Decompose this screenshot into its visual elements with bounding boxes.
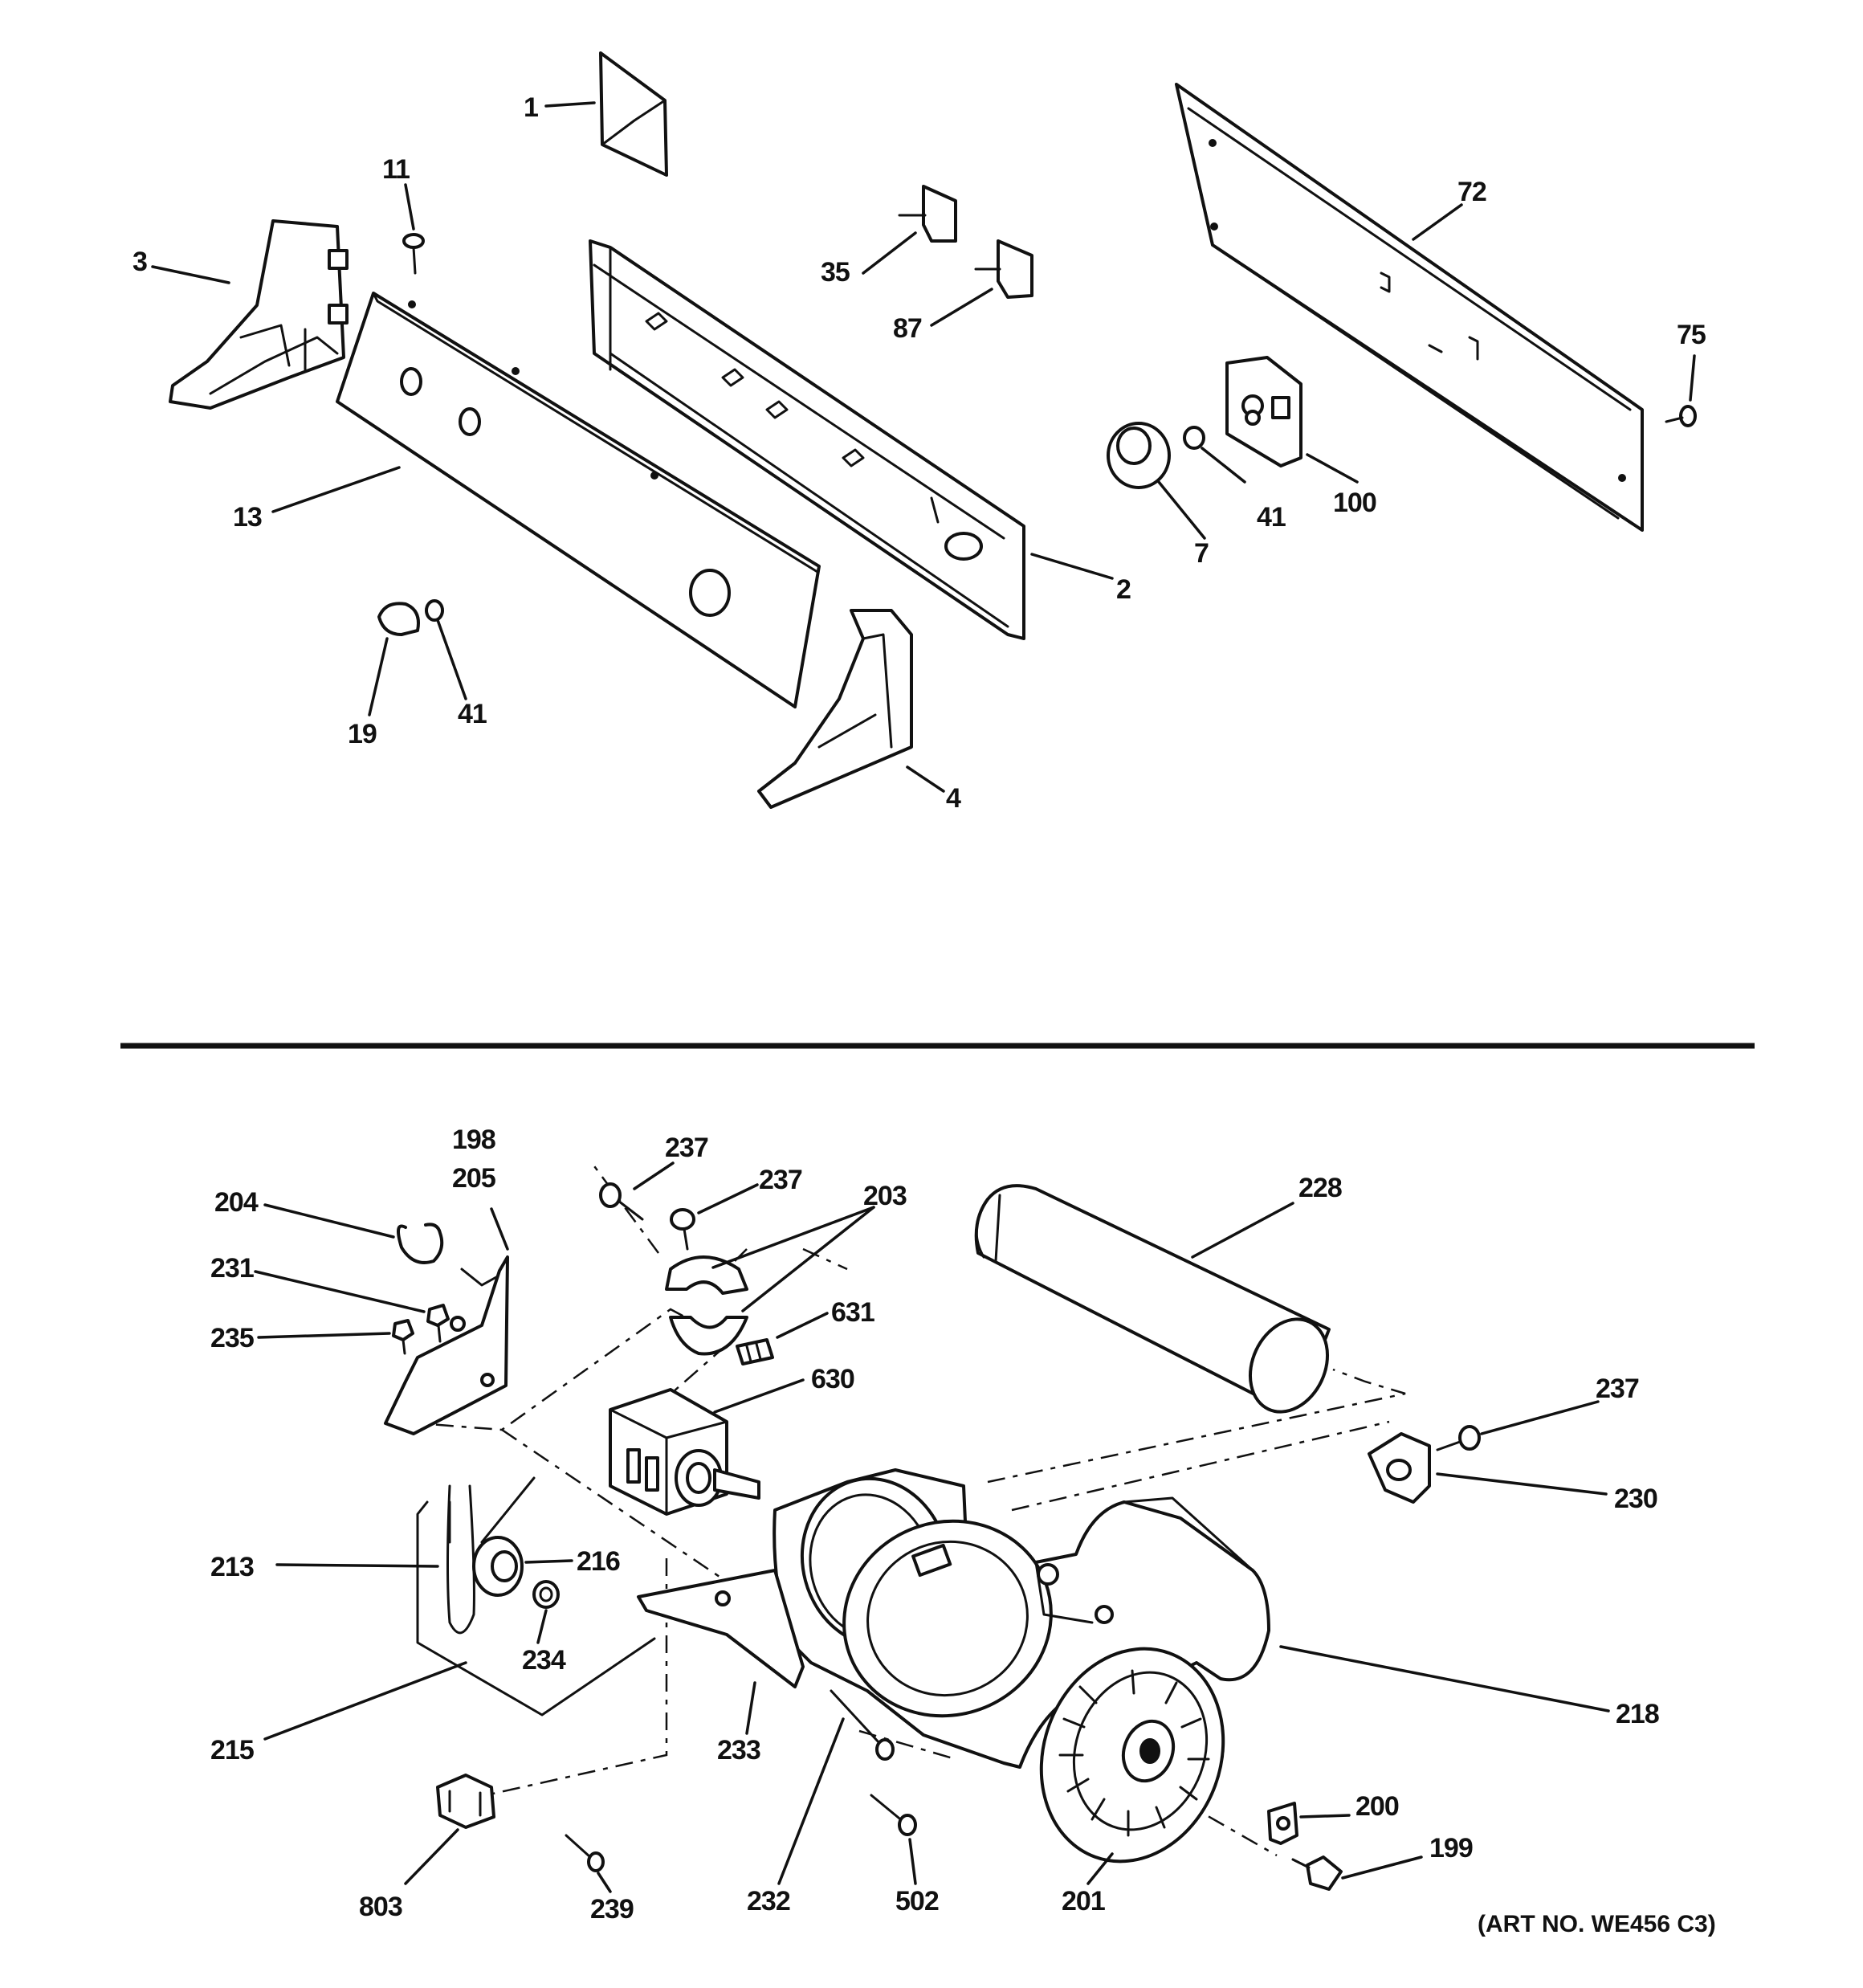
bottom-labels: 198 205 204 231 235 237 237 203 631 630 … [210,1125,1660,1925]
part-19-knob [377,602,420,636]
label-803: 803 [359,1892,402,1922]
label-75: 75 [1677,320,1706,350]
label-198: 198 [452,1125,495,1155]
part-7-timer-knob [1107,422,1171,489]
part-1-instructions-envelope [599,51,668,177]
label-502: 502 [895,1886,939,1917]
part-2-backsplash-frame [589,239,1025,640]
label-3: 3 [132,247,147,277]
part-41-clip-right [1183,426,1205,450]
label-205: 205 [452,1163,495,1194]
part-213-belt [446,1484,475,1635]
top-leader-lines [151,101,1696,793]
part-235-screw [392,1319,414,1355]
part-803-switch [436,1774,495,1829]
label-216: 216 [577,1546,620,1577]
label-35: 35 [821,257,850,288]
part-11-screw [402,233,425,275]
label-13: 13 [233,502,262,533]
label-100: 100 [1333,488,1376,518]
label-203: 203 [863,1181,907,1211]
part-228-exhaust-duct [974,1184,1331,1414]
part-87-switch [974,239,1033,299]
part-502-screw [870,1794,917,1836]
part-199-bolt [1291,1855,1343,1891]
part-232-shaft [830,1689,895,1761]
part-203-motor-clamp-upper [665,1255,748,1295]
label-87: 87 [893,313,922,344]
part-201-blower-wheel [1039,1647,1225,1863]
part-233-bracket [637,1569,805,1688]
part-237-screw-b [670,1208,695,1251]
label-4: 4 [946,783,961,814]
label-237-b: 237 [759,1165,802,1195]
label-235: 235 [210,1323,254,1353]
part-72-rear-cover [1175,83,1644,532]
part-3-left-endcap [169,219,349,410]
label-218: 218 [1616,1699,1659,1729]
part-4-right-endcap [757,609,913,809]
label-2: 2 [1116,574,1131,605]
part-231-screw [426,1304,450,1343]
top-labels: 1 11 3 13 19 41 4 2 35 87 72 75 100 41 7 [132,92,1706,814]
label-231: 231 [210,1253,254,1284]
label-228: 228 [1298,1173,1342,1203]
bottom-leader-lines [254,1161,1610,1893]
art-number: (ART NO. WE456 C3) [1478,1911,1716,1937]
label-204: 204 [214,1187,259,1218]
part-35-switch [898,185,957,243]
label-239: 239 [590,1894,634,1925]
part-100-timer [1225,356,1302,467]
label-201: 201 [1062,1886,1105,1917]
label-233: 233 [717,1735,760,1766]
label-1: 1 [524,92,538,123]
label-234: 234 [522,1645,566,1676]
label-41-left: 41 [458,699,487,729]
part-200-clip [1267,1802,1298,1845]
part-205-bracket [384,1255,509,1435]
label-213: 213 [210,1552,254,1582]
part-13-control-panel [336,292,821,708]
label-237-c: 237 [1596,1374,1639,1404]
label-19: 19 [348,719,377,749]
part-239-screw [565,1834,605,1872]
part-41-clip-left [425,599,444,622]
label-200: 200 [1355,1791,1399,1822]
label-7: 7 [1194,538,1209,569]
part-215-idler-arm [416,1500,656,1717]
label-230: 230 [1614,1484,1657,1514]
part-237-screw-a [599,1182,644,1221]
label-630: 630 [811,1364,854,1394]
label-199: 199 [1429,1833,1473,1863]
part-218-blower-housing [773,1468,1270,1769]
part-630-motor [609,1388,760,1516]
label-11: 11 [382,154,410,185]
label-232: 232 [747,1886,790,1917]
label-631: 631 [831,1297,874,1328]
part-234-bearing [532,1580,560,1609]
part-204-clamp [397,1223,444,1264]
part-216-idler-pulley [472,1476,536,1597]
label-72: 72 [1457,177,1486,207]
label-237-a: 237 [665,1133,708,1163]
part-75-screw [1665,405,1697,427]
part-203-motor-clamp-lower [669,1316,748,1356]
part-230-thermostat [1368,1432,1431,1504]
label-215: 215 [210,1735,254,1766]
part-631-connector [736,1338,774,1365]
label-41-right: 41 [1257,502,1286,533]
part-237-screw-c [1436,1425,1481,1451]
